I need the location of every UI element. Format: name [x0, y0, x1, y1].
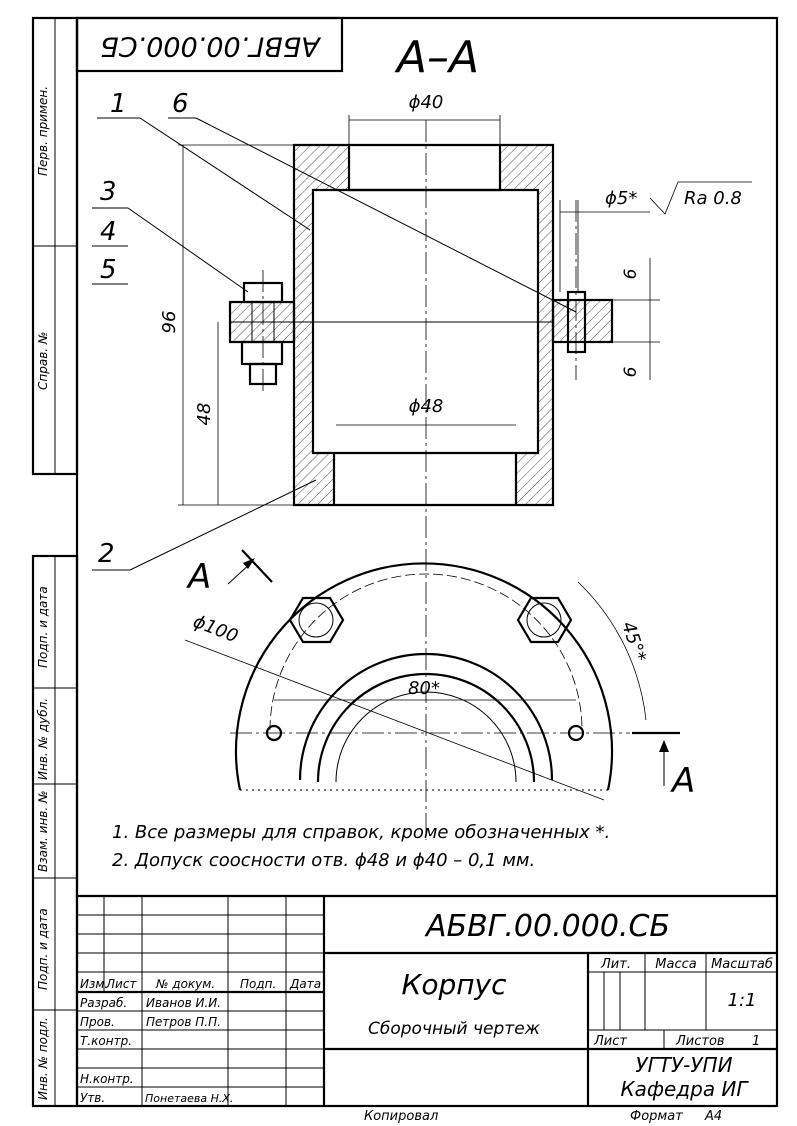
tb-name-utv: Понетаева Н.Х.	[145, 1092, 233, 1105]
dim-six-bottom: 6	[621, 366, 641, 377]
technical-notes: 1. Все размеры для справок, кроме обозна…	[112, 822, 610, 871]
tb-col-doc: № докум.	[155, 977, 215, 991]
section-dimensions: ϕ40 ϕ48 96 48 ϕ5* Ra 0.8 6 6	[159, 92, 752, 506]
dim-80: 80*	[408, 678, 440, 699]
note-2: 2. Допуск соосности отв. ϕ48 и ϕ40 – 0,1…	[112, 850, 535, 871]
strip-podp-data-1: Подп. и дата	[36, 586, 50, 668]
pos-1: 1	[110, 89, 127, 119]
tb-kopiroval: Копировал	[364, 1109, 438, 1124]
tb-massa: Масса	[655, 957, 696, 972]
rotated-code: АБВГ.00.000.СБ	[100, 31, 322, 62]
tb-format-value: А4	[704, 1109, 722, 1124]
tb-col-list: Лист	[105, 977, 137, 991]
section-view	[228, 120, 614, 840]
dim-d100: ϕ100	[190, 611, 241, 647]
tb-format-label: Формат	[630, 1109, 683, 1124]
tb-row-nkontr: Н.контр.	[80, 1072, 134, 1086]
rotated-code-box: АБВГ.00.000.СБ	[75, 16, 344, 73]
pos-2: 2	[98, 539, 115, 569]
strip-podp-data-2: Подп. и дата	[36, 908, 50, 990]
tb-name: Корпус	[401, 968, 507, 1001]
section-marker-top: А	[186, 557, 211, 597]
strip-vzam-inv: Взам. инв. №	[36, 791, 50, 872]
tb-col-podp: Подп.	[240, 977, 276, 991]
dim-48: 48	[194, 403, 215, 426]
strip-inv-dubl: Инв. № дубл.	[36, 698, 50, 780]
dim-96: 96	[159, 311, 180, 334]
pos-4: 4	[100, 217, 117, 247]
leader-lines: 1 6 3 4 5 2	[92, 89, 577, 571]
tb-row-tkontr: Т.контр.	[80, 1034, 132, 1048]
tb-scale-value: 1:1	[728, 990, 757, 1011]
roughness-ra: Ra 0.8	[684, 188, 742, 209]
tb-lit: Лит.	[600, 957, 631, 972]
tb-row-prov: Пров.	[80, 1015, 115, 1029]
title-block: АБВГ.00.000.СБ Корпус Сборочный чертеж И…	[77, 894, 777, 1106]
dim-d40: ϕ40	[409, 92, 444, 113]
strip-sprav: Справ. №	[36, 332, 50, 390]
pos-5: 5	[100, 255, 117, 285]
pos-6: 6	[172, 89, 189, 119]
tb-col-izm: Изм.	[80, 977, 108, 991]
strip-inv-podl: Инв. № подл.	[36, 1017, 50, 1100]
dim-d48: ϕ48	[409, 396, 444, 417]
tb-row-razrab: Разраб.	[80, 996, 127, 1010]
left-strip-labels: Перв. примен. Справ. № Подп. и дата Инв.…	[36, 86, 50, 1100]
tb-col-data: Дата	[289, 977, 321, 991]
tb-name-razrab: Иванов И.И.	[146, 996, 221, 1010]
dim-d5: ϕ5*	[605, 188, 637, 209]
strip-perv-primen: Перв. примен.	[36, 86, 50, 176]
section-title: А–А	[394, 32, 479, 83]
tb-org2: Кафедра ИГ	[620, 1077, 749, 1101]
tb-sheets-value: 1	[752, 1034, 760, 1049]
plan-view	[230, 562, 630, 791]
pos-3: 3	[100, 177, 117, 207]
tb-sheets-label: Листов	[675, 1034, 725, 1049]
tb-org1: УГТУ-УПИ	[635, 1053, 732, 1077]
section-marker-bottom: А	[670, 761, 695, 801]
tb-name-prov: Петров П.П.	[146, 1015, 221, 1029]
tb-doc-type: Сборочный чертеж	[368, 1019, 541, 1039]
tb-sheet-label: Лист	[593, 1034, 627, 1049]
dim-six-top: 6	[621, 268, 641, 279]
tb-designation: АБВГ.00.000.СБ	[424, 909, 670, 944]
drawing-frame	[31, 16, 779, 1108]
tb-masshtab: Масштаб	[711, 957, 773, 972]
tb-row-utv: Утв.	[80, 1091, 105, 1105]
note-1: 1. Все размеры для справок, кроме обозна…	[112, 822, 610, 843]
